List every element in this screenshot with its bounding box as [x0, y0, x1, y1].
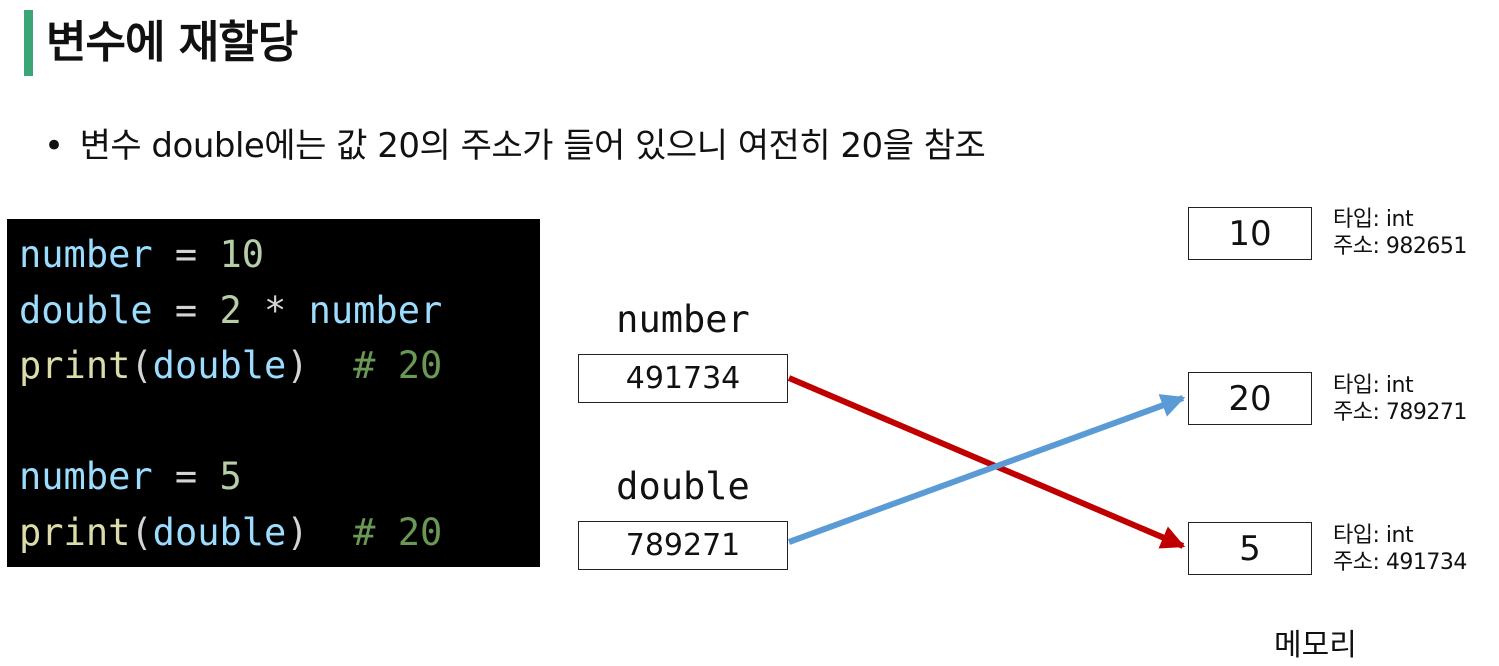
code-line: print(double) # 20 — [19, 338, 540, 394]
code-line: double = 2 * number — [19, 283, 540, 339]
variable-name-double: double — [616, 465, 750, 508]
code-token: double — [152, 510, 287, 554]
memory-value: 5 — [1239, 528, 1261, 569]
memory-address: 주소: 491734 — [1333, 550, 1467, 575]
code-token: * — [241, 288, 309, 332]
memory-meta: 타입: int 주소: 982651 — [1333, 206, 1467, 260]
memory-box-20: 20 — [1188, 372, 1312, 425]
code-token: ) — [286, 344, 309, 387]
code-token: number — [19, 455, 153, 498]
double-reference-arrow — [787, 394, 1186, 545]
variable-address-double: 789271 — [625, 528, 741, 563]
variable-name-number: number — [616, 298, 750, 341]
code-token: 2 — [219, 288, 242, 332]
memory-caption: 메모리 — [1274, 628, 1357, 663]
code-token: number — [19, 233, 153, 276]
variable-box-double: 789271 — [578, 521, 788, 570]
code-token: print — [19, 344, 131, 387]
variable-address-number: 491734 — [625, 361, 741, 396]
code-token: 10 — [219, 233, 265, 276]
memory-value: 10 — [1228, 213, 1272, 254]
code-token: = — [152, 288, 220, 332]
variable-box-number: 491734 — [578, 354, 788, 403]
code-token: ) — [286, 510, 309, 554]
code-token: # 20 — [308, 344, 443, 387]
memory-box-5: 5 — [1188, 522, 1312, 575]
bullet-text: 변수 double에는 값 20의 주소가 들어 있으니 여전히 20을 참조 — [79, 126, 986, 166]
memory-box-10: 10 — [1188, 207, 1312, 260]
title-accent-bar — [24, 10, 33, 76]
code-line: number = 10 — [19, 227, 540, 283]
memory-address: 주소: 982651 — [1333, 234, 1467, 259]
memory-type: 타입: int — [1333, 373, 1414, 398]
code-token: = — [152, 233, 220, 276]
code-token: ( — [130, 344, 153, 387]
bullet-point: • 변수 double에는 값 20의 주소가 들어 있으니 여전히 20을 참조 — [44, 118, 986, 167]
bullet-marker: • — [44, 126, 64, 166]
memory-value: 20 — [1228, 378, 1272, 419]
memory-type: 타입: int — [1333, 523, 1414, 548]
code-token: number — [308, 288, 443, 332]
code-token: ( — [130, 510, 153, 554]
code-token: double — [19, 288, 153, 332]
number-reference-arrow — [787, 375, 1186, 549]
memory-meta: 타입: int 주소: 789271 — [1333, 372, 1467, 426]
memory-type: 타입: int — [1333, 207, 1414, 232]
code-token: print — [19, 510, 131, 554]
memory-meta: 타입: int 주소: 491734 — [1333, 522, 1467, 576]
code-token: 5 — [219, 455, 242, 498]
memory-address: 주소: 789271 — [1333, 400, 1467, 425]
code-line: print(double) # 20 — [19, 505, 540, 561]
code-token: double — [152, 344, 287, 387]
code-line: number = 5 — [19, 449, 540, 505]
page-title: 변수에 재할당 — [46, 17, 298, 68]
code-token: # 20 — [308, 510, 443, 554]
code-token: = — [152, 455, 220, 498]
code-block: number = 10 double = 2 * number print(do… — [7, 219, 540, 567]
